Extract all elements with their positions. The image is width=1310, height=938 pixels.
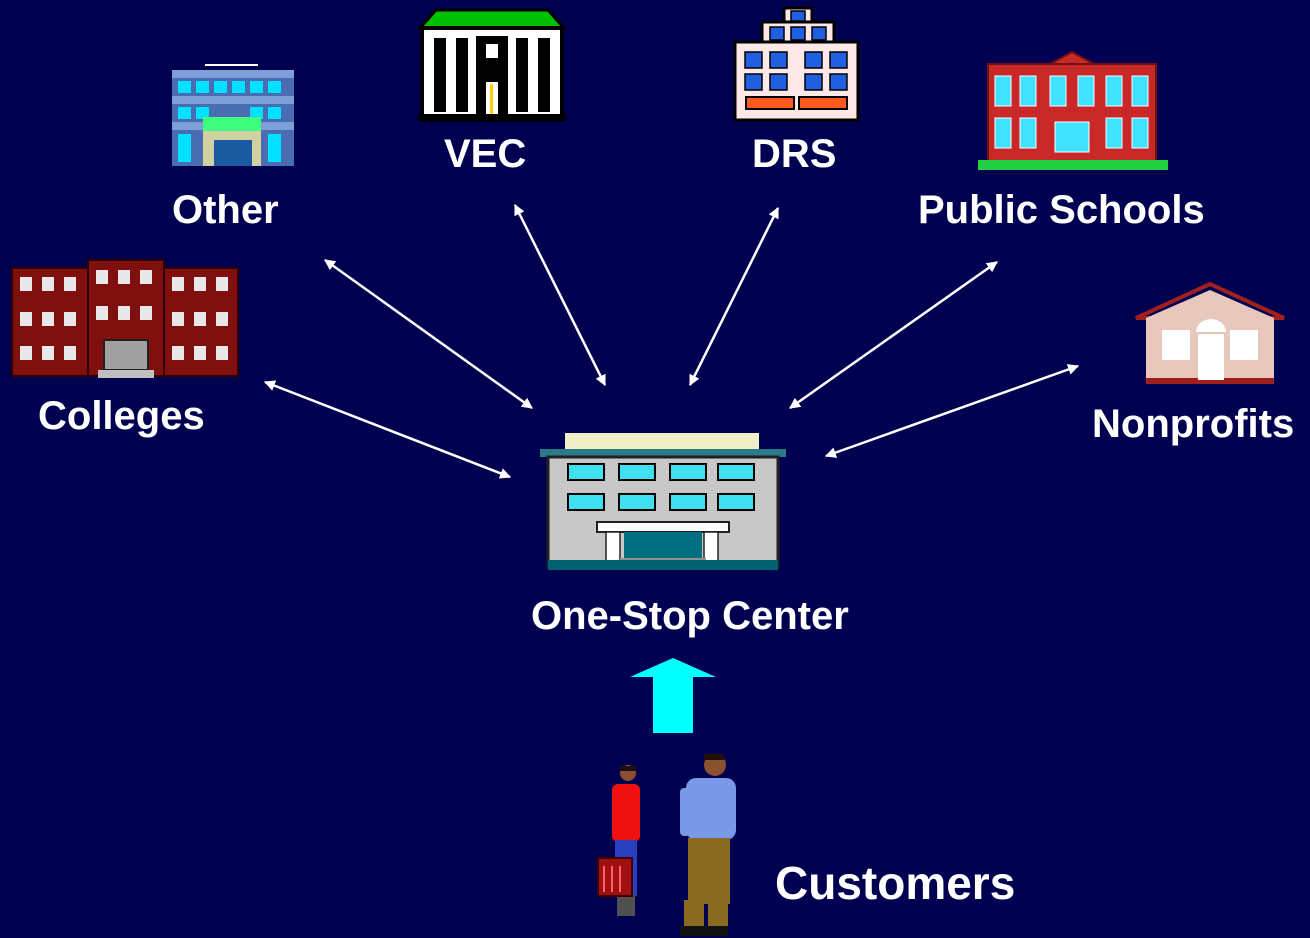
- college-building-icon: [11, 259, 239, 378]
- node-label-customers: Customers: [775, 857, 1016, 909]
- office-center-icon: [540, 433, 786, 570]
- arrow-vec: [513, 204, 607, 386]
- arrow-public-schools: [789, 260, 998, 410]
- person-left: [597, 765, 640, 916]
- arrow-other: [324, 258, 533, 410]
- person-right: [680, 754, 736, 936]
- people-icon: [597, 754, 736, 936]
- connectors: [263, 204, 1080, 479]
- node-label-public-schools: Public Schools: [918, 188, 1205, 232]
- hotel-building-icon: [733, 6, 860, 122]
- node-label-other: Other: [172, 188, 279, 232]
- customer-arrow: [630, 658, 716, 733]
- node-label-nonprofits: Nonprofits: [1092, 402, 1295, 446]
- school-building-icon: [978, 50, 1168, 170]
- node-label-one-stop-center: One-Stop Center: [531, 594, 849, 638]
- node-label-vec: VEC: [444, 132, 527, 176]
- node-label-colleges: Colleges: [38, 394, 205, 438]
- house-icon: [1135, 281, 1285, 384]
- arrow-drs: [688, 207, 780, 386]
- arrow-nonprofits: [824, 364, 1080, 458]
- arrow-colleges: [263, 380, 512, 479]
- government-building-icon: [416, 8, 568, 122]
- node-label-drs: DRS: [752, 132, 837, 176]
- office-building-icon: [172, 64, 294, 166]
